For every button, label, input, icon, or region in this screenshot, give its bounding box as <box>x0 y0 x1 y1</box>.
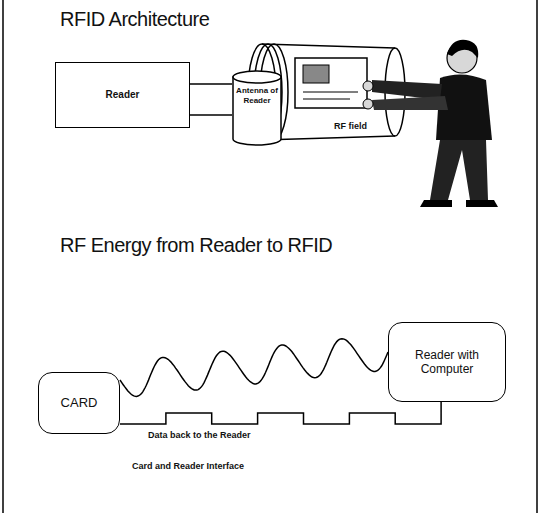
cylinder-outline <box>232 70 282 146</box>
rf-wave <box>120 339 388 397</box>
rounded-box: CARD <box>38 372 120 434</box>
frame-line <box>536 0 538 513</box>
node-text: CARD <box>61 395 98 411</box>
field-label: RF field <box>334 121 367 131</box>
wire <box>190 83 232 85</box>
wire <box>190 114 232 116</box>
antenna-cylinder: Antenna of Reader <box>232 70 282 146</box>
edge-label: Data back to the Reader <box>148 430 251 440</box>
rounded-box: Reader with Computer <box>388 322 506 402</box>
heading: RF Energy from Reader to RFID <box>60 234 332 257</box>
caption: Card and Reader Interface <box>132 461 244 471</box>
person-figure <box>363 40 498 207</box>
node-text: Antenna of Reader <box>234 86 280 105</box>
cylinder-top <box>233 71 281 83</box>
frame-line <box>2 0 4 513</box>
data-signal <box>120 402 441 424</box>
cylinder-body <box>233 77 281 145</box>
rfid-card <box>295 58 367 108</box>
heading: RFID Architecture <box>60 8 209 31</box>
node-text: Reader with Computer <box>411 348 483 377</box>
node-text: Reader <box>106 89 140 101</box>
process-box: Reader <box>55 62 190 128</box>
